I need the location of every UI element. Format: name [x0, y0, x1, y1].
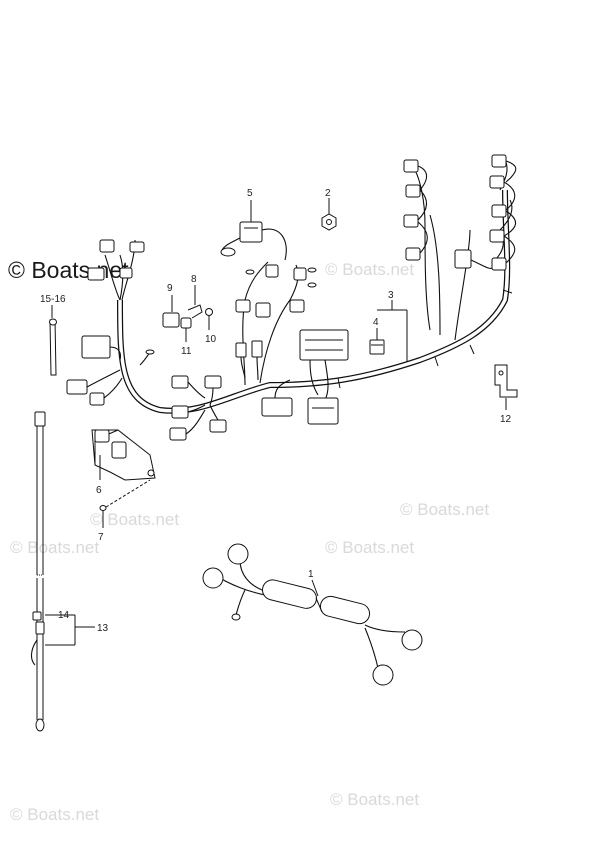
watermark: © Boats.net — [90, 510, 179, 529]
parts-8-11-relay-bracket: 9 8 10 11 — [162, 274, 217, 357]
callout-13: 13 — [97, 623, 109, 634]
part-12-clip: 12 — [494, 364, 518, 425]
watermark: © Boats.net — [330, 790, 419, 809]
watermark: © Boats.net — [10, 538, 99, 557]
callout-8: 8 — [191, 274, 197, 285]
watermark: © Boats.net — [325, 538, 414, 557]
parts-15-16-strap: 15-16 — [40, 294, 66, 376]
callout-1: 1 — [308, 569, 314, 580]
callout-11: 11 — [181, 346, 192, 357]
part-5-relay: 5 — [220, 188, 287, 261]
callout-2: 2 — [325, 188, 331, 199]
middle-branch — [235, 261, 317, 386]
central-connectors — [261, 329, 349, 425]
callout-14: 14 — [58, 610, 70, 621]
callout-10: 10 — [205, 334, 217, 345]
parts-3-4-callouts: 3 4 — [369, 290, 408, 362]
watermark: © Boats.net — [400, 500, 489, 519]
watermark-logo: © Boats.net — [8, 257, 129, 283]
callout-3: 3 — [388, 290, 394, 301]
callout-6: 6 — [96, 485, 102, 496]
watermark: © Boats.net — [325, 260, 414, 279]
watermark-layer: © Boats.net © Boats.net © Boats.net © Bo… — [10, 260, 489, 824]
callout-15-16: 15-16 — [40, 294, 66, 305]
part-13-battery-cable: 14 13 — [30, 411, 109, 732]
callout-5: 5 — [247, 188, 253, 199]
callout-12: 12 — [500, 414, 512, 425]
left-branch — [66, 239, 227, 441]
callout-9: 9 — [167, 283, 173, 294]
callout-7: 7 — [98, 532, 104, 543]
connector-cluster-left — [403, 159, 428, 261]
main-harness — [66, 154, 517, 441]
callout-4: 4 — [373, 317, 379, 328]
watermark: © Boats.net — [10, 805, 99, 824]
part-6-bracket: 6 — [91, 429, 156, 496]
part-7-screw: 7 — [98, 479, 151, 543]
part-1-sub-harness: 1 — [202, 543, 423, 686]
connector-cluster-right — [454, 154, 517, 271]
part-2-nut: 2 — [321, 188, 337, 231]
